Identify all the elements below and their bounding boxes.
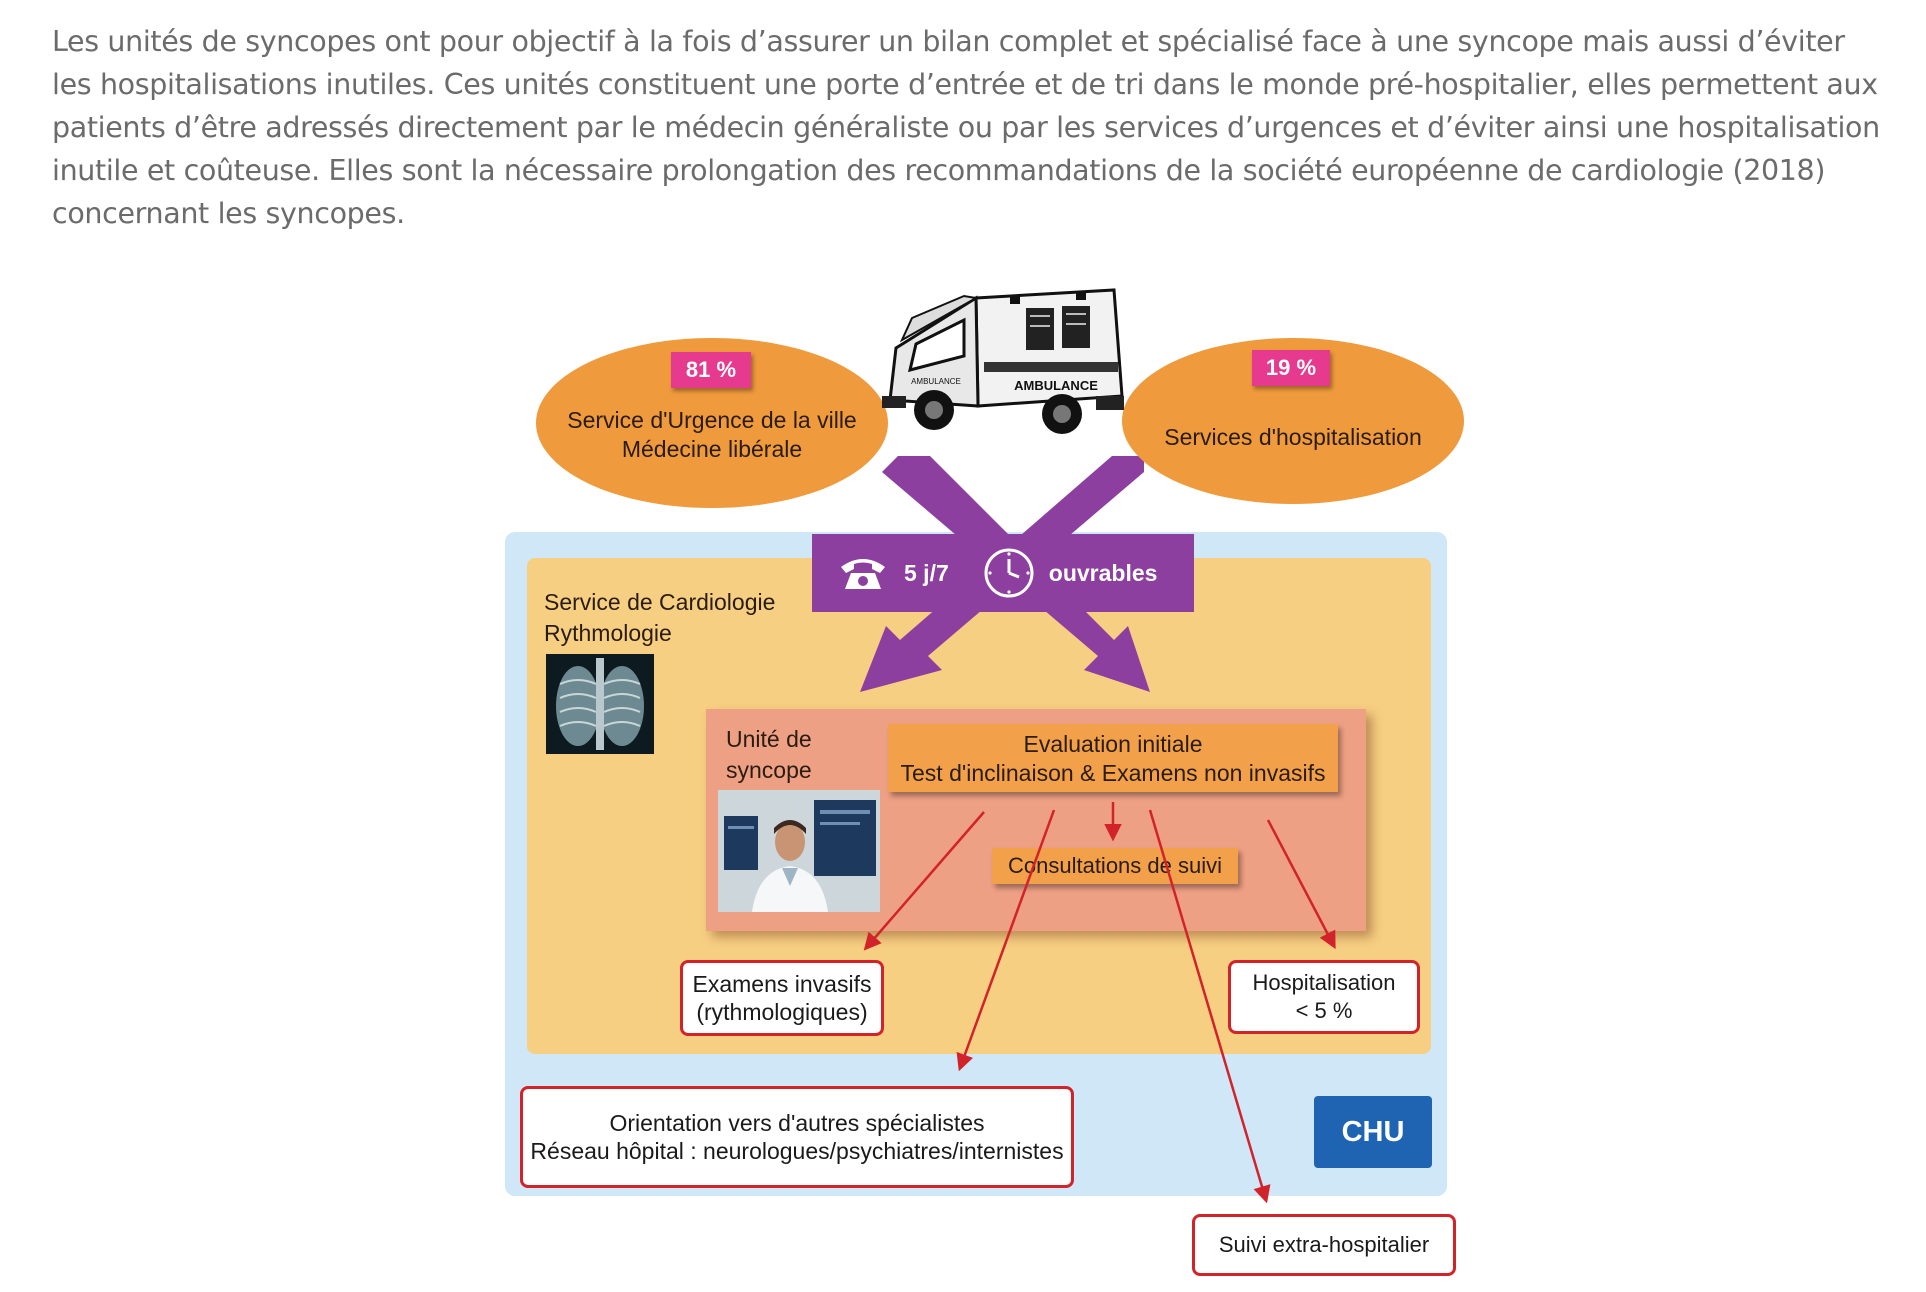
access-days: 5 j/7 bbox=[904, 559, 949, 586]
invasive-exams-line2: (rythmologiques) bbox=[696, 999, 868, 1025]
outpatient-follow-up-box: Suivi extra-hospitalier bbox=[1192, 1214, 1456, 1276]
arrow-to-orientation bbox=[956, 809, 1056, 1072]
syncope-unit-label: Unité de syncope bbox=[726, 724, 812, 786]
orientation-line1: Orientation vers d'autres spécialistes bbox=[609, 1110, 985, 1136]
ambulance-illustration: AMBULANCE AMBULANCE bbox=[882, 288, 1124, 434]
left-source-line1: Service d'Urgence de la ville bbox=[567, 407, 857, 433]
arrow-to-hospitalisation bbox=[1266, 819, 1336, 950]
syncope-unit-line2: syncope bbox=[726, 757, 812, 783]
initial-evaluation-box: Evaluation initiale Test d'inclinaison &… bbox=[888, 724, 1338, 792]
chest-xray-image bbox=[546, 654, 654, 754]
hospitalisation-box: Hospitalisation < 5 % bbox=[1228, 960, 1420, 1034]
right-source-line1: Services d'hospitalisation bbox=[1164, 423, 1422, 450]
right-percent-badge: 19 % bbox=[1252, 350, 1330, 386]
syncope-unit-line1: Unité de bbox=[726, 726, 812, 752]
cardiology-service-label: Service de Cardiologie Rythmologie bbox=[544, 587, 775, 649]
clock-icon bbox=[984, 548, 1034, 598]
orientation-line2: Réseau hôpital : neurologues/psychiatres… bbox=[530, 1138, 1064, 1164]
left-source-line2: Médecine libérale bbox=[621, 436, 803, 462]
chu-badge: CHU bbox=[1314, 1096, 1432, 1168]
invasive-exams-line1: Examens invasifs bbox=[692, 971, 872, 997]
access-hours: ouvrables bbox=[1048, 559, 1158, 586]
doctor-photo bbox=[718, 790, 880, 912]
access-hours-bar: 5 j/7 ouvrables bbox=[812, 534, 1194, 612]
left-percent-badge: 81 % bbox=[671, 352, 751, 388]
initial-evaluation-line1: Evaluation initiale bbox=[1023, 731, 1203, 757]
orientation-box: Orientation vers d'autres spécialistes R… bbox=[520, 1086, 1074, 1188]
arrow-to-outpatient bbox=[1148, 809, 1271, 1204]
cardiology-line2: Rythmologie bbox=[544, 620, 672, 646]
invasive-exams-box: Examens invasifs (rythmologiques) bbox=[680, 960, 884, 1036]
ambulance-rear-label: AMBULANCE bbox=[1014, 378, 1098, 393]
cardiology-line1: Service de Cardiologie bbox=[544, 589, 776, 615]
hospitalisation-line2: < 5 % bbox=[1295, 998, 1353, 1023]
hospitalisation-line1: Hospitalisation bbox=[1252, 970, 1396, 995]
arrow-to-invasive-exams bbox=[863, 811, 985, 951]
telephone-icon bbox=[841, 559, 885, 589]
ambulance-side-label: AMBULANCE bbox=[911, 377, 961, 386]
follow-up-box: Consultations de suivi bbox=[992, 848, 1238, 884]
initial-evaluation-line2: Test d'inclinaison & Examens non invasif… bbox=[900, 760, 1326, 786]
intro-paragraph: Les unités de syncopes ont pour objectif… bbox=[52, 25, 1880, 230]
